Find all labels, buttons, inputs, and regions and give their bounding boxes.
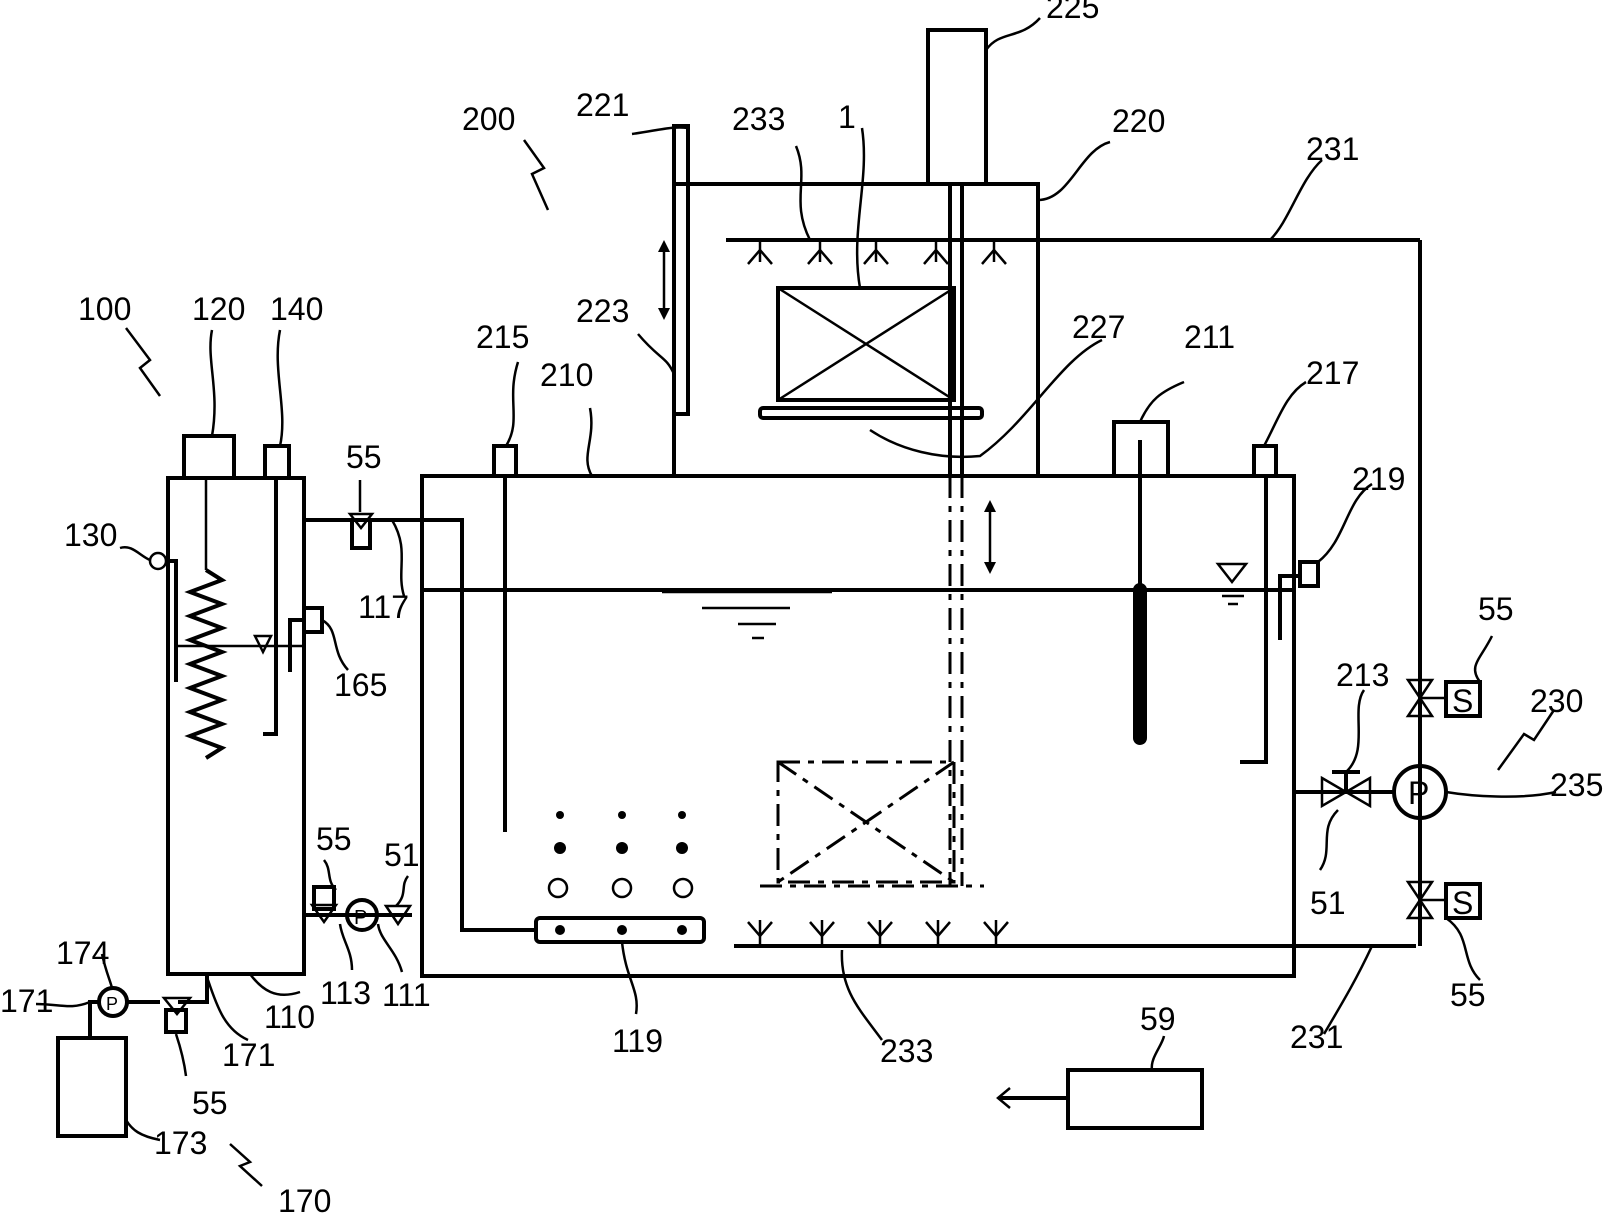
label-55-b: 55 [316, 821, 352, 857]
label-117: 117 [358, 589, 409, 625]
label-170: 170 [278, 1183, 331, 1219]
label-171-a: 171 [0, 983, 53, 1019]
leader-lines [35, 17, 1557, 1187]
supply-tank-110 [148, 434, 324, 976]
label-174: 174 [56, 935, 109, 971]
label-140: 140 [270, 291, 323, 327]
outlet-170: P [56, 974, 209, 1138]
label-55-e: 55 [1450, 977, 1486, 1013]
label-221: 221 [576, 87, 629, 123]
label-165: 165 [334, 667, 387, 703]
label-51-b: 51 [1310, 885, 1346, 921]
label-55-d: 55 [1478, 591, 1514, 627]
label-113: 113 [320, 975, 371, 1011]
label-130: 130 [64, 517, 117, 553]
label-210: 210 [540, 357, 593, 393]
label-59: 59 [1140, 1001, 1176, 1037]
upper-chamber-220 [658, 28, 1420, 476]
label-223: 223 [576, 293, 629, 329]
label-1: 1 [838, 99, 856, 135]
label-119: 119 [612, 1023, 663, 1059]
pump-P-right: P [1408, 775, 1429, 811]
label-233-bottom: 233 [880, 1033, 933, 1069]
label-225: 225 [1046, 0, 1099, 25]
label-231-top: 231 [1306, 131, 1359, 167]
label-220: 220 [1112, 103, 1165, 139]
label-231-bottom: 231 [1290, 1019, 1343, 1055]
circulation-230: P S S [1294, 240, 1482, 946]
label-55-a: 55 [346, 439, 382, 475]
label-235: 235 [1550, 767, 1603, 803]
label-111: 111 [382, 977, 431, 1013]
label-55-c: 55 [192, 1085, 228, 1121]
label-173: 173 [154, 1125, 207, 1161]
drain-59 [996, 1068, 1204, 1130]
label-219: 219 [1352, 461, 1405, 497]
label-230: 230 [1530, 683, 1583, 719]
solenoid-S-top: S [1452, 683, 1473, 719]
pipe-117 [304, 512, 536, 932]
solenoid-S-bottom: S [1452, 885, 1473, 921]
pipe-111: P [304, 885, 413, 932]
label-100: 100 [78, 291, 131, 327]
label-51-a: 51 [384, 837, 420, 873]
label-211: 211 [1184, 319, 1235, 355]
label-110: 110 [264, 999, 315, 1035]
label-213: 213 [1336, 657, 1389, 693]
label-233-top: 233 [732, 101, 785, 137]
label-120: 120 [192, 291, 245, 327]
label-200: 200 [462, 101, 515, 137]
label-171-b: 171 [222, 1037, 275, 1073]
svg-text:P: P [106, 994, 118, 1014]
label-217: 217 [1306, 355, 1359, 391]
main-tank-210 [420, 420, 1416, 978]
pump-symbol: P [354, 907, 367, 929]
label-215: 215 [476, 319, 529, 355]
label-227: 227 [1072, 309, 1125, 345]
